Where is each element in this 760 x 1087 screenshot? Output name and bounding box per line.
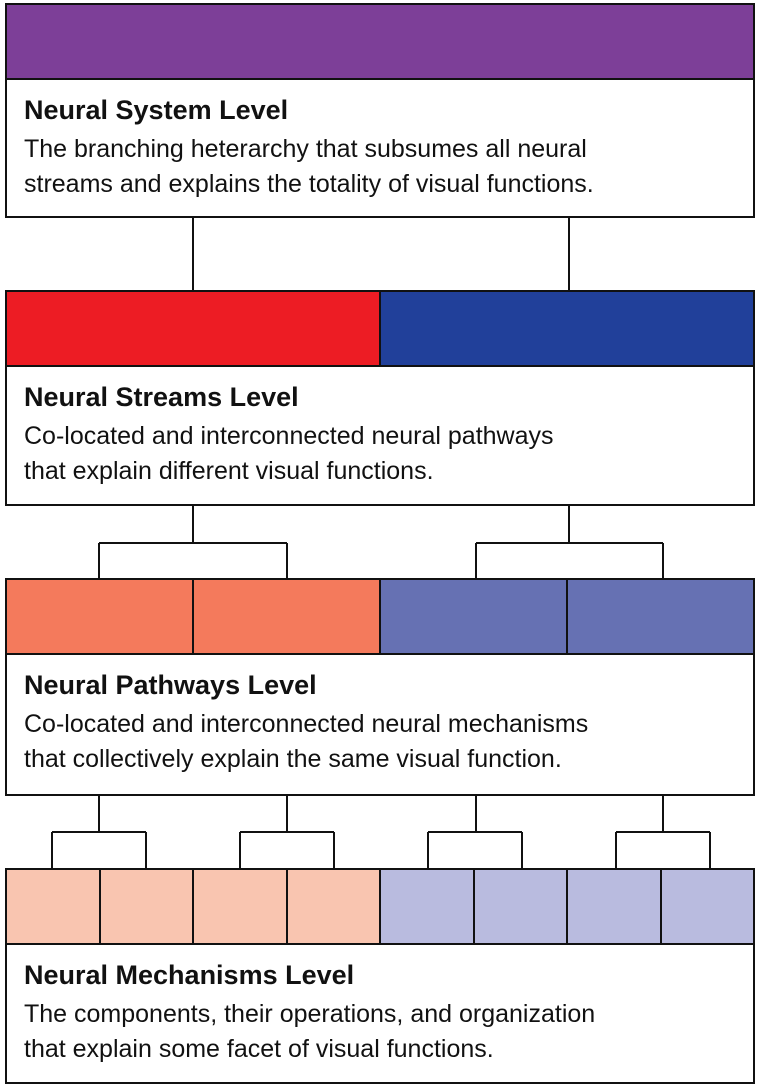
color-segment bbox=[7, 870, 101, 943]
description-line: streams and explains the totality of vis… bbox=[24, 170, 594, 198]
description-line: The branching heterarchy that subsumes a… bbox=[24, 135, 587, 163]
level-color-bar bbox=[7, 292, 753, 367]
color-segment bbox=[568, 870, 662, 943]
color-segment bbox=[381, 580, 568, 653]
level-color-bar bbox=[7, 870, 753, 945]
description-line: that explain some facet of visual functi… bbox=[24, 1035, 494, 1063]
color-segment bbox=[194, 580, 381, 653]
description-line: The components, their operations, and or… bbox=[24, 1000, 596, 1028]
level-title: Neural System Level bbox=[24, 95, 289, 125]
color-segment bbox=[474, 870, 568, 943]
description-line: Co-located and interconnected neural pat… bbox=[24, 422, 554, 450]
color-segment bbox=[287, 870, 381, 943]
description-line: that explain different visual functions. bbox=[24, 457, 434, 485]
neural-streams-level-box: Neural Streams Level Co-located and inte… bbox=[5, 290, 755, 506]
level-title: Neural Mechanisms Level bbox=[24, 960, 355, 990]
level-description: The components, their operations, and or… bbox=[24, 997, 753, 1067]
color-segment bbox=[568, 580, 753, 653]
color-segment bbox=[661, 870, 753, 943]
color-segment bbox=[7, 580, 194, 653]
color-segment bbox=[7, 5, 753, 78]
color-segment bbox=[194, 870, 288, 943]
color-segment bbox=[100, 870, 194, 943]
level-description: The branching heterarchy that subsumes a… bbox=[24, 132, 753, 202]
level-color-bar bbox=[7, 580, 753, 655]
level-description: Co-located and interconnected neural mec… bbox=[24, 707, 753, 777]
color-segment bbox=[381, 870, 475, 943]
level-description: Co-located and interconnected neural pat… bbox=[24, 419, 753, 489]
level-color-bar bbox=[7, 5, 753, 80]
color-segment bbox=[381, 292, 753, 365]
level-title: Neural Pathways Level bbox=[24, 670, 317, 700]
color-segment bbox=[7, 292, 381, 365]
level-title: Neural Streams Level bbox=[24, 382, 299, 412]
neural-mechanisms-level-box: Neural Mechanisms Level The components, … bbox=[5, 868, 755, 1084]
neural-pathways-level-box: Neural Pathways Level Co-located and int… bbox=[5, 578, 755, 796]
description-line: that collectively explain the same visua… bbox=[24, 745, 562, 773]
neural-system-level-box: Neural System Level The branching hetera… bbox=[5, 3, 755, 218]
description-line: Co-located and interconnected neural mec… bbox=[24, 710, 589, 738]
